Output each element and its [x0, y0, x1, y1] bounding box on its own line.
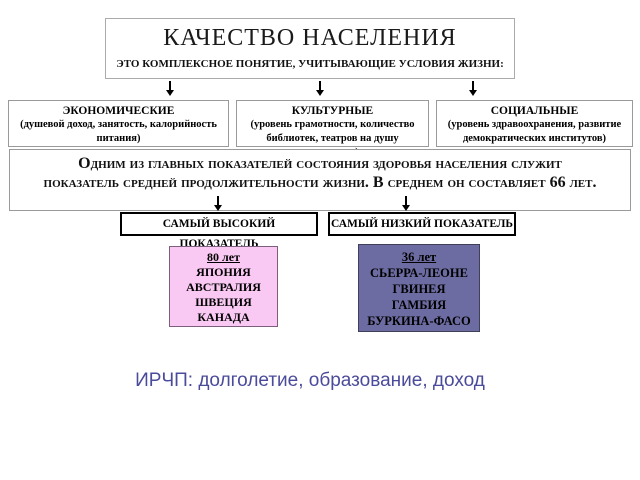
statement-box: Одним из главных показателей состояния з… [9, 149, 631, 211]
page-title: КАЧЕСТВО НАСЕЛЕНИЯ [163, 25, 457, 51]
down-arrow-icon [469, 81, 477, 96]
down-arrow-icon [214, 196, 222, 211]
criteria-box-cultural: КУЛЬТУРНЫЕ (уровень грамотности, количес… [236, 100, 429, 158]
highest-indicator-label: САМЫЙ ВЫСОКИЙ ПОКАЗАТЕЛЬ [120, 212, 318, 250]
criteria-title: СОЦИАЛЬНЫЕ [490, 105, 579, 117]
criteria-box-economic: ЭКОНОМИЧЕСКИЕ (душевой доход, занятость,… [8, 100, 229, 147]
criteria-title: ЭКОНОМИЧЕСКИЕ [62, 105, 175, 117]
down-arrow-icon [166, 81, 174, 96]
criteria-title: КУЛЬТУРНЫЕ [291, 105, 374, 117]
down-arrow-icon [316, 81, 324, 96]
statement-text: Одним из главных показателей состояния з… [43, 155, 597, 191]
highest-countries-box: 80 лет ЯПОНИЯ АВСТРАЛИЯ ШВЕЦИЯ КАНАДА [169, 246, 278, 327]
lowest-value: 36 лет [401, 250, 437, 264]
criteria-detail: (уровень здравоохранения, развитие демок… [447, 119, 622, 144]
lowest-indicator-label: САМЫЙ НИЗКИЙ ПОКАЗАТЕЛЬ [328, 212, 516, 236]
country-item: ГАМБИЯ [391, 298, 447, 312]
country-item: ШВЕЦИЯ [195, 295, 252, 309]
title-box: КАЧЕСТВО НАСЕЛЕНИЯ ЭТО КОМПЛЕКСНОЕ ПОНЯТ… [105, 18, 515, 79]
country-item: БУРКИНА-ФАСО [367, 314, 471, 328]
criteria-detail: (душевой доход, занятость, калорийность … [20, 119, 217, 144]
country-item: ГВИНЕЯ [392, 282, 446, 296]
down-arrow-icon [402, 196, 410, 211]
country-item: КАНАДА [197, 310, 250, 324]
country-item: ЯПОНИЯ [196, 265, 251, 279]
lowest-countries-box: 36 лет СЬЕРРА-ЛЕОНЕ ГВИНЕЯ ГАМБИЯ БУРКИН… [358, 244, 480, 332]
page-subtitle: ЭТО КОМПЛЕКСНОЕ ПОНЯТИЕ, УЧИТЫВАЮЩИЕ УСЛ… [116, 58, 504, 70]
criteria-box-social: СОЦИАЛЬНЫЕ (уровень здравоохранения, раз… [436, 100, 633, 147]
highest-value: 80 лет [207, 250, 240, 264]
country-item: АВСТРАЛИЯ [186, 280, 261, 294]
hdi-footer-note: ИРЧП: долголетие, образование, доход [135, 370, 485, 391]
country-item: СЬЕРРА-ЛЕОНЕ [370, 266, 468, 280]
